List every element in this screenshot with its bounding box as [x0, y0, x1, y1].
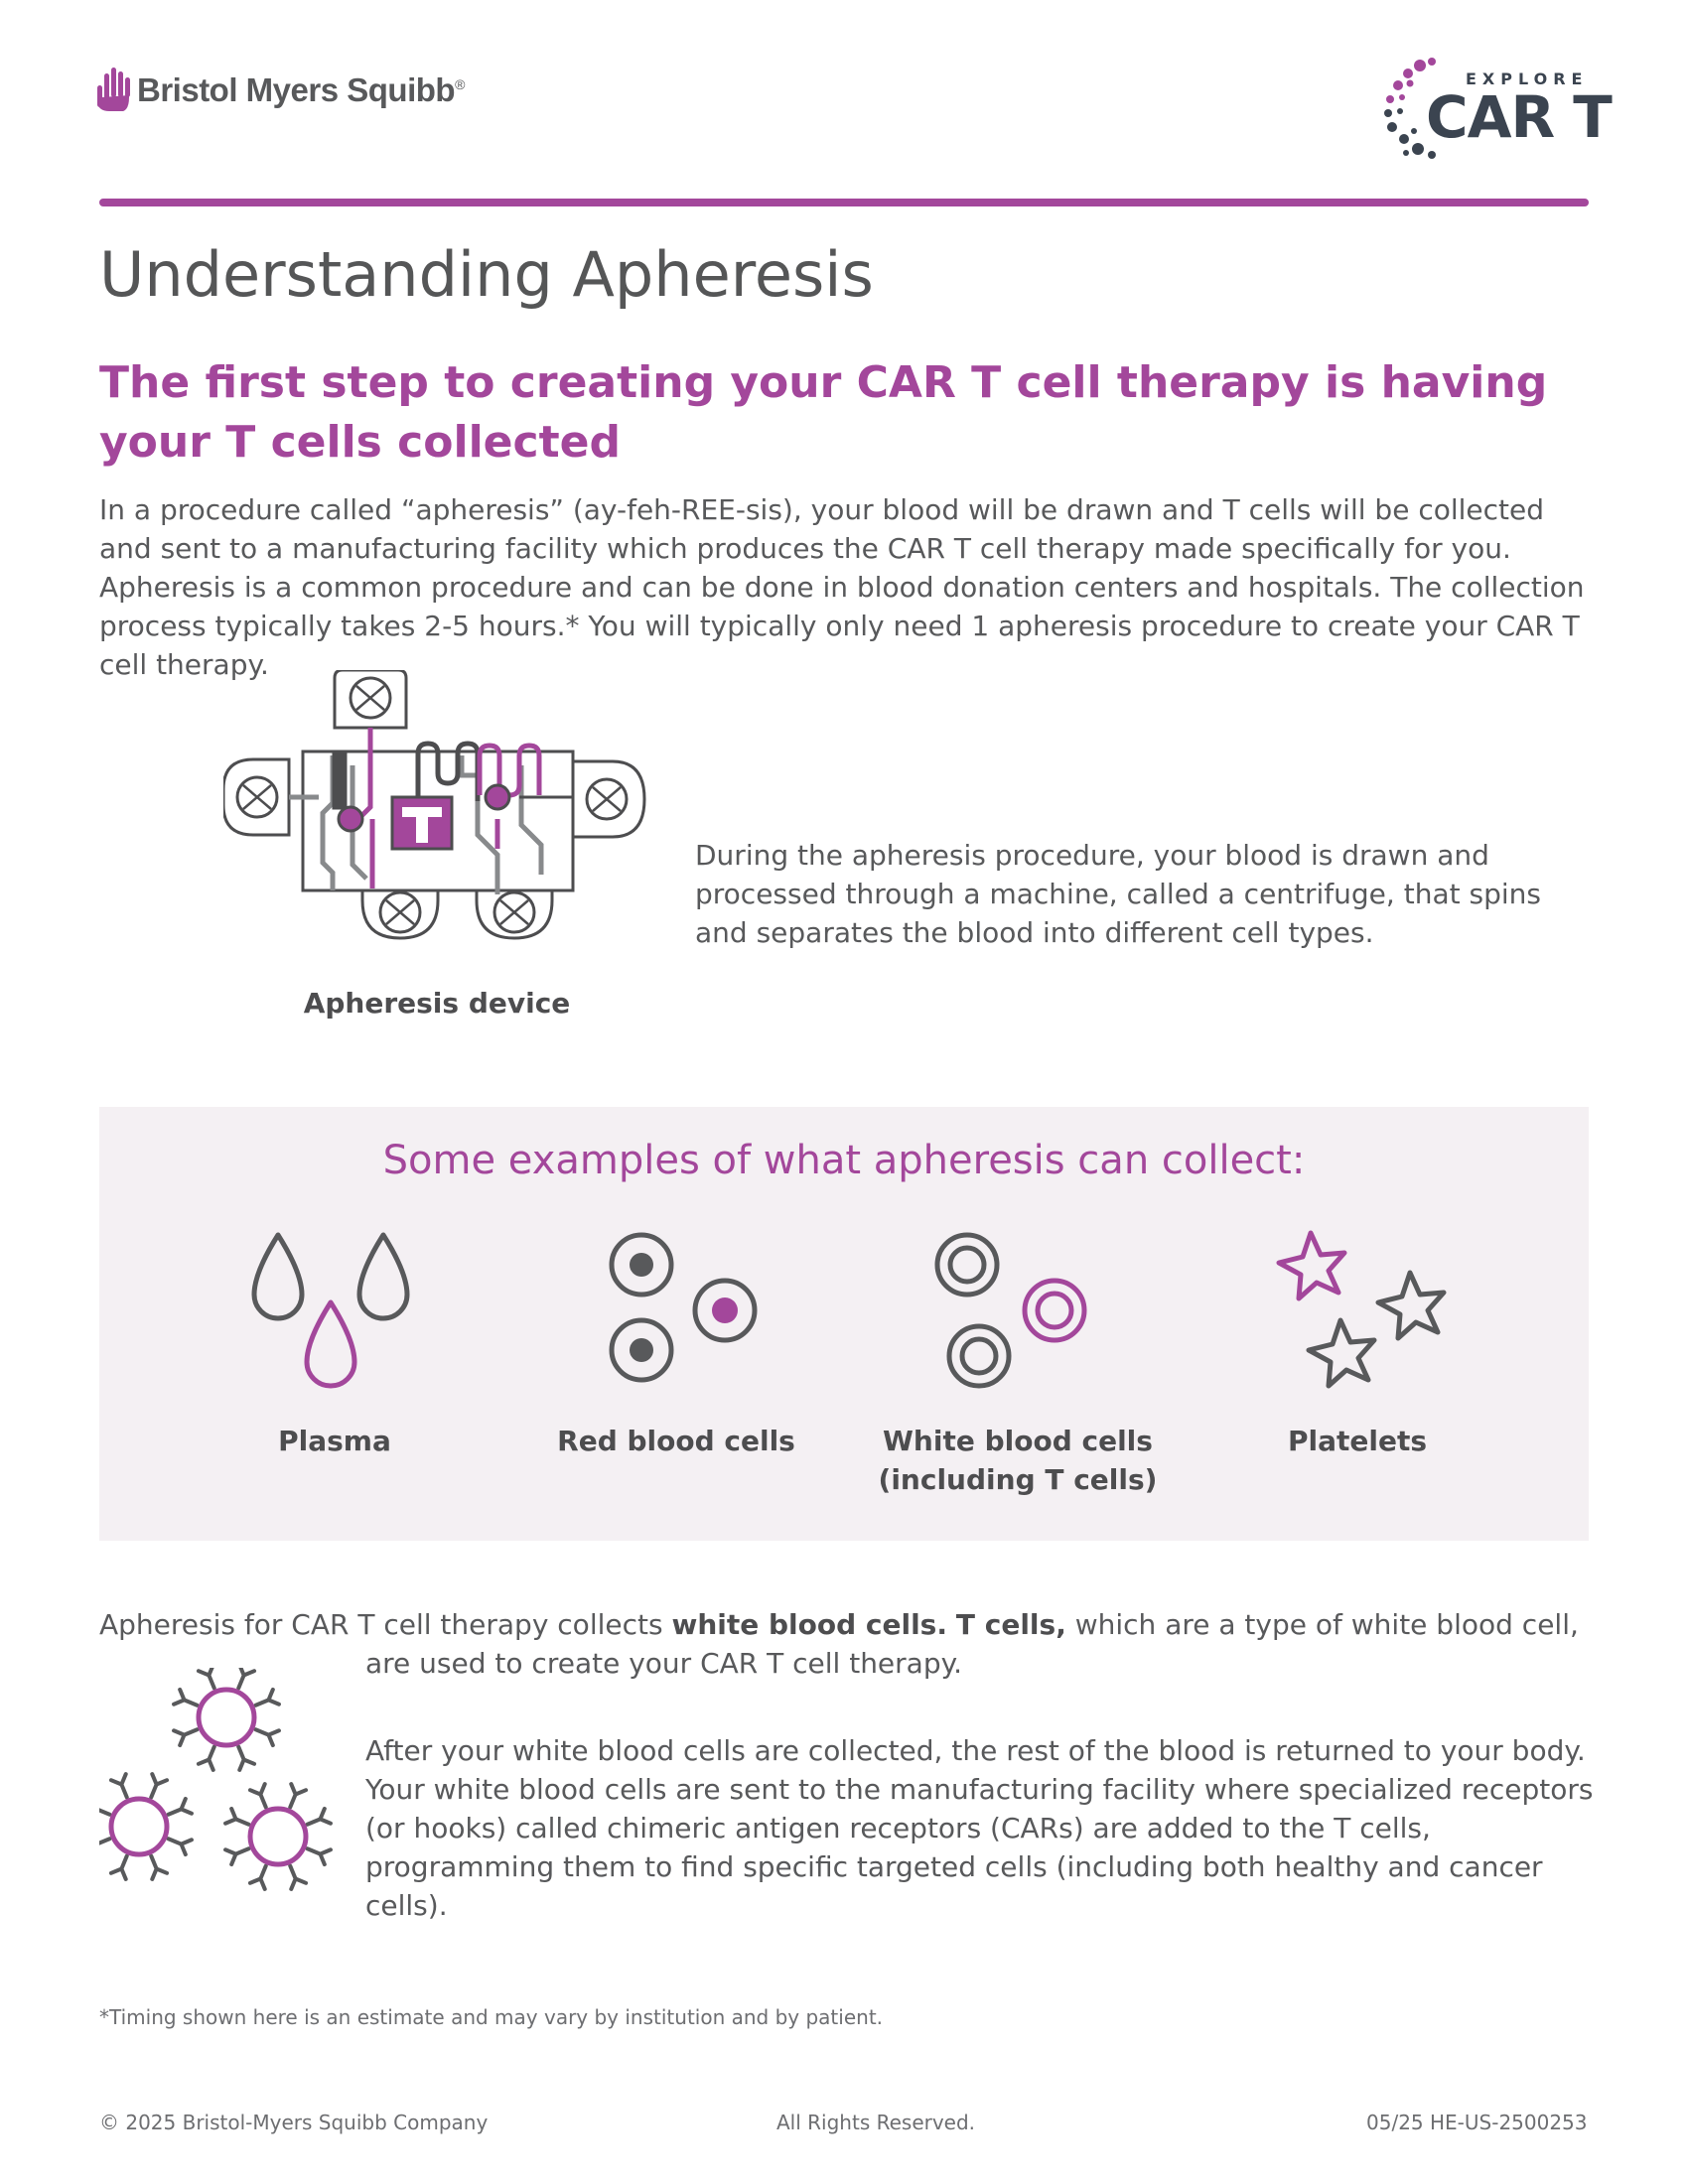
page-title: Understanding Apheresis: [99, 238, 874, 311]
logo-car-t: CAR T: [1426, 83, 1613, 151]
apheresis-device-illustration: [223, 670, 646, 940]
platelets-icon: [1276, 1230, 1447, 1389]
t-cells-bold: T cells,: [955, 1608, 1066, 1641]
after-paragraph: After your white blood cells are collect…: [365, 1734, 1594, 1922]
label-white-blood-cells: White blood cells (including T cells): [878, 1425, 1158, 1496]
footer-rights: All Rights Reserved.: [776, 2111, 976, 2134]
red-blood-cells-icon: [609, 1232, 758, 1383]
label-plasma: Plasma: [278, 1425, 391, 1457]
footer-code: 05/25 HE-US-2500253: [1366, 2111, 1588, 2134]
car-t-cell-icon: [172, 1668, 281, 1772]
lead-paragraph: Apheresis for CAR T cell therapy collect…: [99, 1605, 1599, 1683]
white-blood-cells-bold: white blood cells.: [671, 1608, 947, 1641]
bms-logo: Bristol Myers Squibb®: [95, 64, 473, 123]
car-t-dots-icon: [1384, 58, 1436, 159]
car-t-cell-icon: [99, 1772, 194, 1881]
plasma-drops-icon: [251, 1232, 410, 1389]
intro-paragraph: In a procedure called “apheresis” (ay-fe…: [99, 493, 1585, 681]
brand-name: Bristol Myers Squibb: [137, 71, 456, 108]
footnote: *Timing shown here is an estimate and ma…: [99, 2005, 884, 2029]
car-t-cells-illustration: [99, 1668, 333, 1891]
header-rule: [99, 199, 1589, 206]
registered-mark: ®: [455, 76, 465, 92]
device-description: During the apheresis procedure, your blo…: [695, 839, 1541, 949]
label-platelets: Platelets: [1287, 1425, 1428, 1457]
white-blood-cells-icon: [934, 1232, 1087, 1389]
lead-continuation: are used to create your CAR T cell thera…: [365, 1647, 963, 1680]
label-red-blood-cells: Red blood cells: [557, 1425, 795, 1457]
device-caption: Apheresis device: [303, 987, 571, 1020]
bms-hand-icon: [97, 68, 130, 111]
footer-copyright: © 2025 Bristol-Myers Squibb Company: [99, 2111, 489, 2134]
examples-title: Some examples of what apheresis can coll…: [382, 1138, 1306, 1183]
page-subtitle: The first step to creating your CAR T ce…: [99, 357, 1548, 468]
explore-car-t-logo: EXPLORE CAR T: [1380, 54, 1613, 173]
car-t-cell-icon: [223, 1782, 333, 1891]
logo-explore: EXPLORE: [1466, 69, 1589, 88]
